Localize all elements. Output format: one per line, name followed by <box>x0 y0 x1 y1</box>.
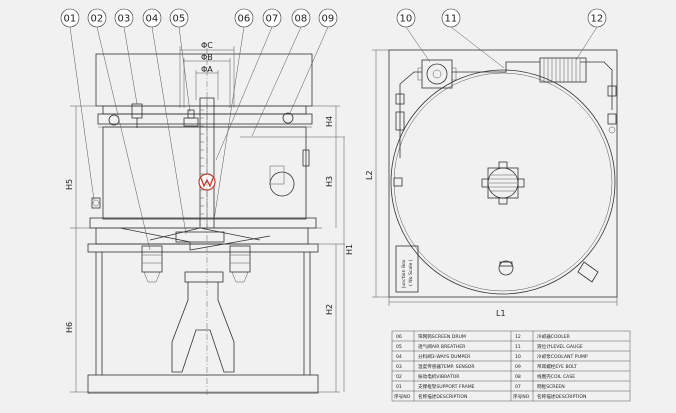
callout-09: 09 <box>289 8 338 114</box>
legend-no: 12 <box>515 334 521 340</box>
legend-desc: 名称描述DESCRIPTION <box>418 393 467 400</box>
center-screen <box>481 161 525 205</box>
no-scale-label: ( No Scale ) <box>408 259 414 286</box>
legend-desc: 振动电机VIBRATOR <box>418 373 460 380</box>
dim-l1: L1 <box>496 309 506 318</box>
callouts-plan: 10 11 12 <box>396 8 607 69</box>
svg-text:04: 04 <box>146 14 159 25</box>
svg-text:01: 01 <box>64 14 77 25</box>
callout-04: 04 <box>142 8 187 235</box>
svg-text:07: 07 <box>266 14 279 25</box>
dimension-labels-front: ΦC ΦB ΦA H5 H6 H4 H3 H2 H1 <box>65 41 354 333</box>
legend-right-column: 12 冷却器COOLER 11 液位计LEVEL GAUGE 10 冷却泵COO… <box>513 333 588 400</box>
dim-h5: H5 <box>65 179 74 190</box>
legend-desc: 网框SCREEN <box>537 383 565 390</box>
svg-text:08: 08 <box>295 14 308 25</box>
legend-no: 04 <box>396 354 402 360</box>
cooler-unit <box>539 57 587 83</box>
callout-05: 05 <box>169 8 191 113</box>
dim-h4: H4 <box>325 116 334 127</box>
callout-12: 12 <box>575 8 607 61</box>
callout-11: 11 <box>441 8 505 69</box>
front-elevation <box>70 48 345 395</box>
callout-07: 07 <box>215 8 282 161</box>
legend-no: 02 <box>396 374 402 380</box>
legend-no: 03 <box>396 364 402 370</box>
legend-desc: 吊耳螺栓EYE BOLT <box>537 363 577 370</box>
svg-text:11: 11 <box>445 14 458 25</box>
legend-desc: 冷却泵COOLANT PUMP <box>537 353 588 360</box>
svg-text:09: 09 <box>322 14 335 25</box>
legend-desc: 分料阀3-WAYS DUMPER <box>418 353 471 360</box>
callout-06: 06 <box>213 8 254 221</box>
callout-10: 10 <box>396 8 431 63</box>
svg-text:06: 06 <box>238 14 251 25</box>
parts-legend-table: 06 筛网筒SCREEN DRUM 05 透气阀AIR BREATHER 04 … <box>391 330 631 402</box>
svg-text:02: 02 <box>91 14 104 25</box>
legend-no: 08 <box>515 374 521 380</box>
vibrator-motor-left <box>141 245 163 283</box>
legend-desc: 线圈壳COIL CASE <box>537 373 575 380</box>
svg-text:05: 05 <box>173 14 186 25</box>
top-plan-view: Junction Box ( No Scale ) L1 L2 <box>365 49 618 318</box>
dim-phi-c: ΦC <box>201 41 213 50</box>
coolant-pump <box>417 59 457 89</box>
dim-h2: H2 <box>325 304 334 315</box>
legend-no: 11 <box>515 344 521 350</box>
dim-h1: H1 <box>345 244 354 255</box>
svg-text:03: 03 <box>118 14 131 25</box>
callout-02: 02 <box>87 8 151 251</box>
dim-l2: L2 <box>365 170 374 180</box>
legend-no: 10 <box>515 354 521 360</box>
junction-box-label: Junction Box <box>401 259 407 289</box>
callout-08: 08 <box>251 8 311 137</box>
legend-desc: 名称描述DESCRIPTION <box>537 393 586 400</box>
legend-no: 序号NO <box>513 393 530 400</box>
legend-left-column: 06 筛网筒SCREEN DRUM 05 透气阀AIR BREATHER 04 … <box>394 333 475 400</box>
legend-no: 07 <box>515 384 521 390</box>
dim-h6: H6 <box>65 322 74 333</box>
callout-03: 03 <box>114 8 138 105</box>
svg-text:12: 12 <box>591 14 604 25</box>
svg-text:10: 10 <box>400 14 413 25</box>
vibrator-motor-right <box>229 245 251 283</box>
legend-desc: 支撑框架SUPPORT FRAME <box>418 383 475 390</box>
legend-no: 序号NO <box>394 393 411 400</box>
legend-no: 06 <box>396 334 402 340</box>
legend-no: 09 <box>515 364 521 370</box>
dim-phi-b: ΦB <box>201 53 213 62</box>
callout-01: 01 <box>60 8 95 201</box>
legend-desc: 冷却器COOLER <box>537 333 571 340</box>
callouts-front: 01 02 03 04 05 06 07 <box>60 8 338 251</box>
dim-phi-a: ΦA <box>201 65 213 74</box>
dimension-lines-front <box>75 46 345 392</box>
legend-desc: 筛网筒SCREEN DRUM <box>418 333 466 340</box>
legend-desc: 透气阀AIR BREATHER <box>418 343 466 350</box>
legend-desc: 液位计LEVEL GAUGE <box>537 343 583 350</box>
legend-no: 05 <box>396 344 402 350</box>
legend-desc: 温度传感器TEMP. SENSOR <box>418 363 475 370</box>
legend-no: 01 <box>396 384 402 390</box>
dim-h3: H3 <box>325 176 334 187</box>
